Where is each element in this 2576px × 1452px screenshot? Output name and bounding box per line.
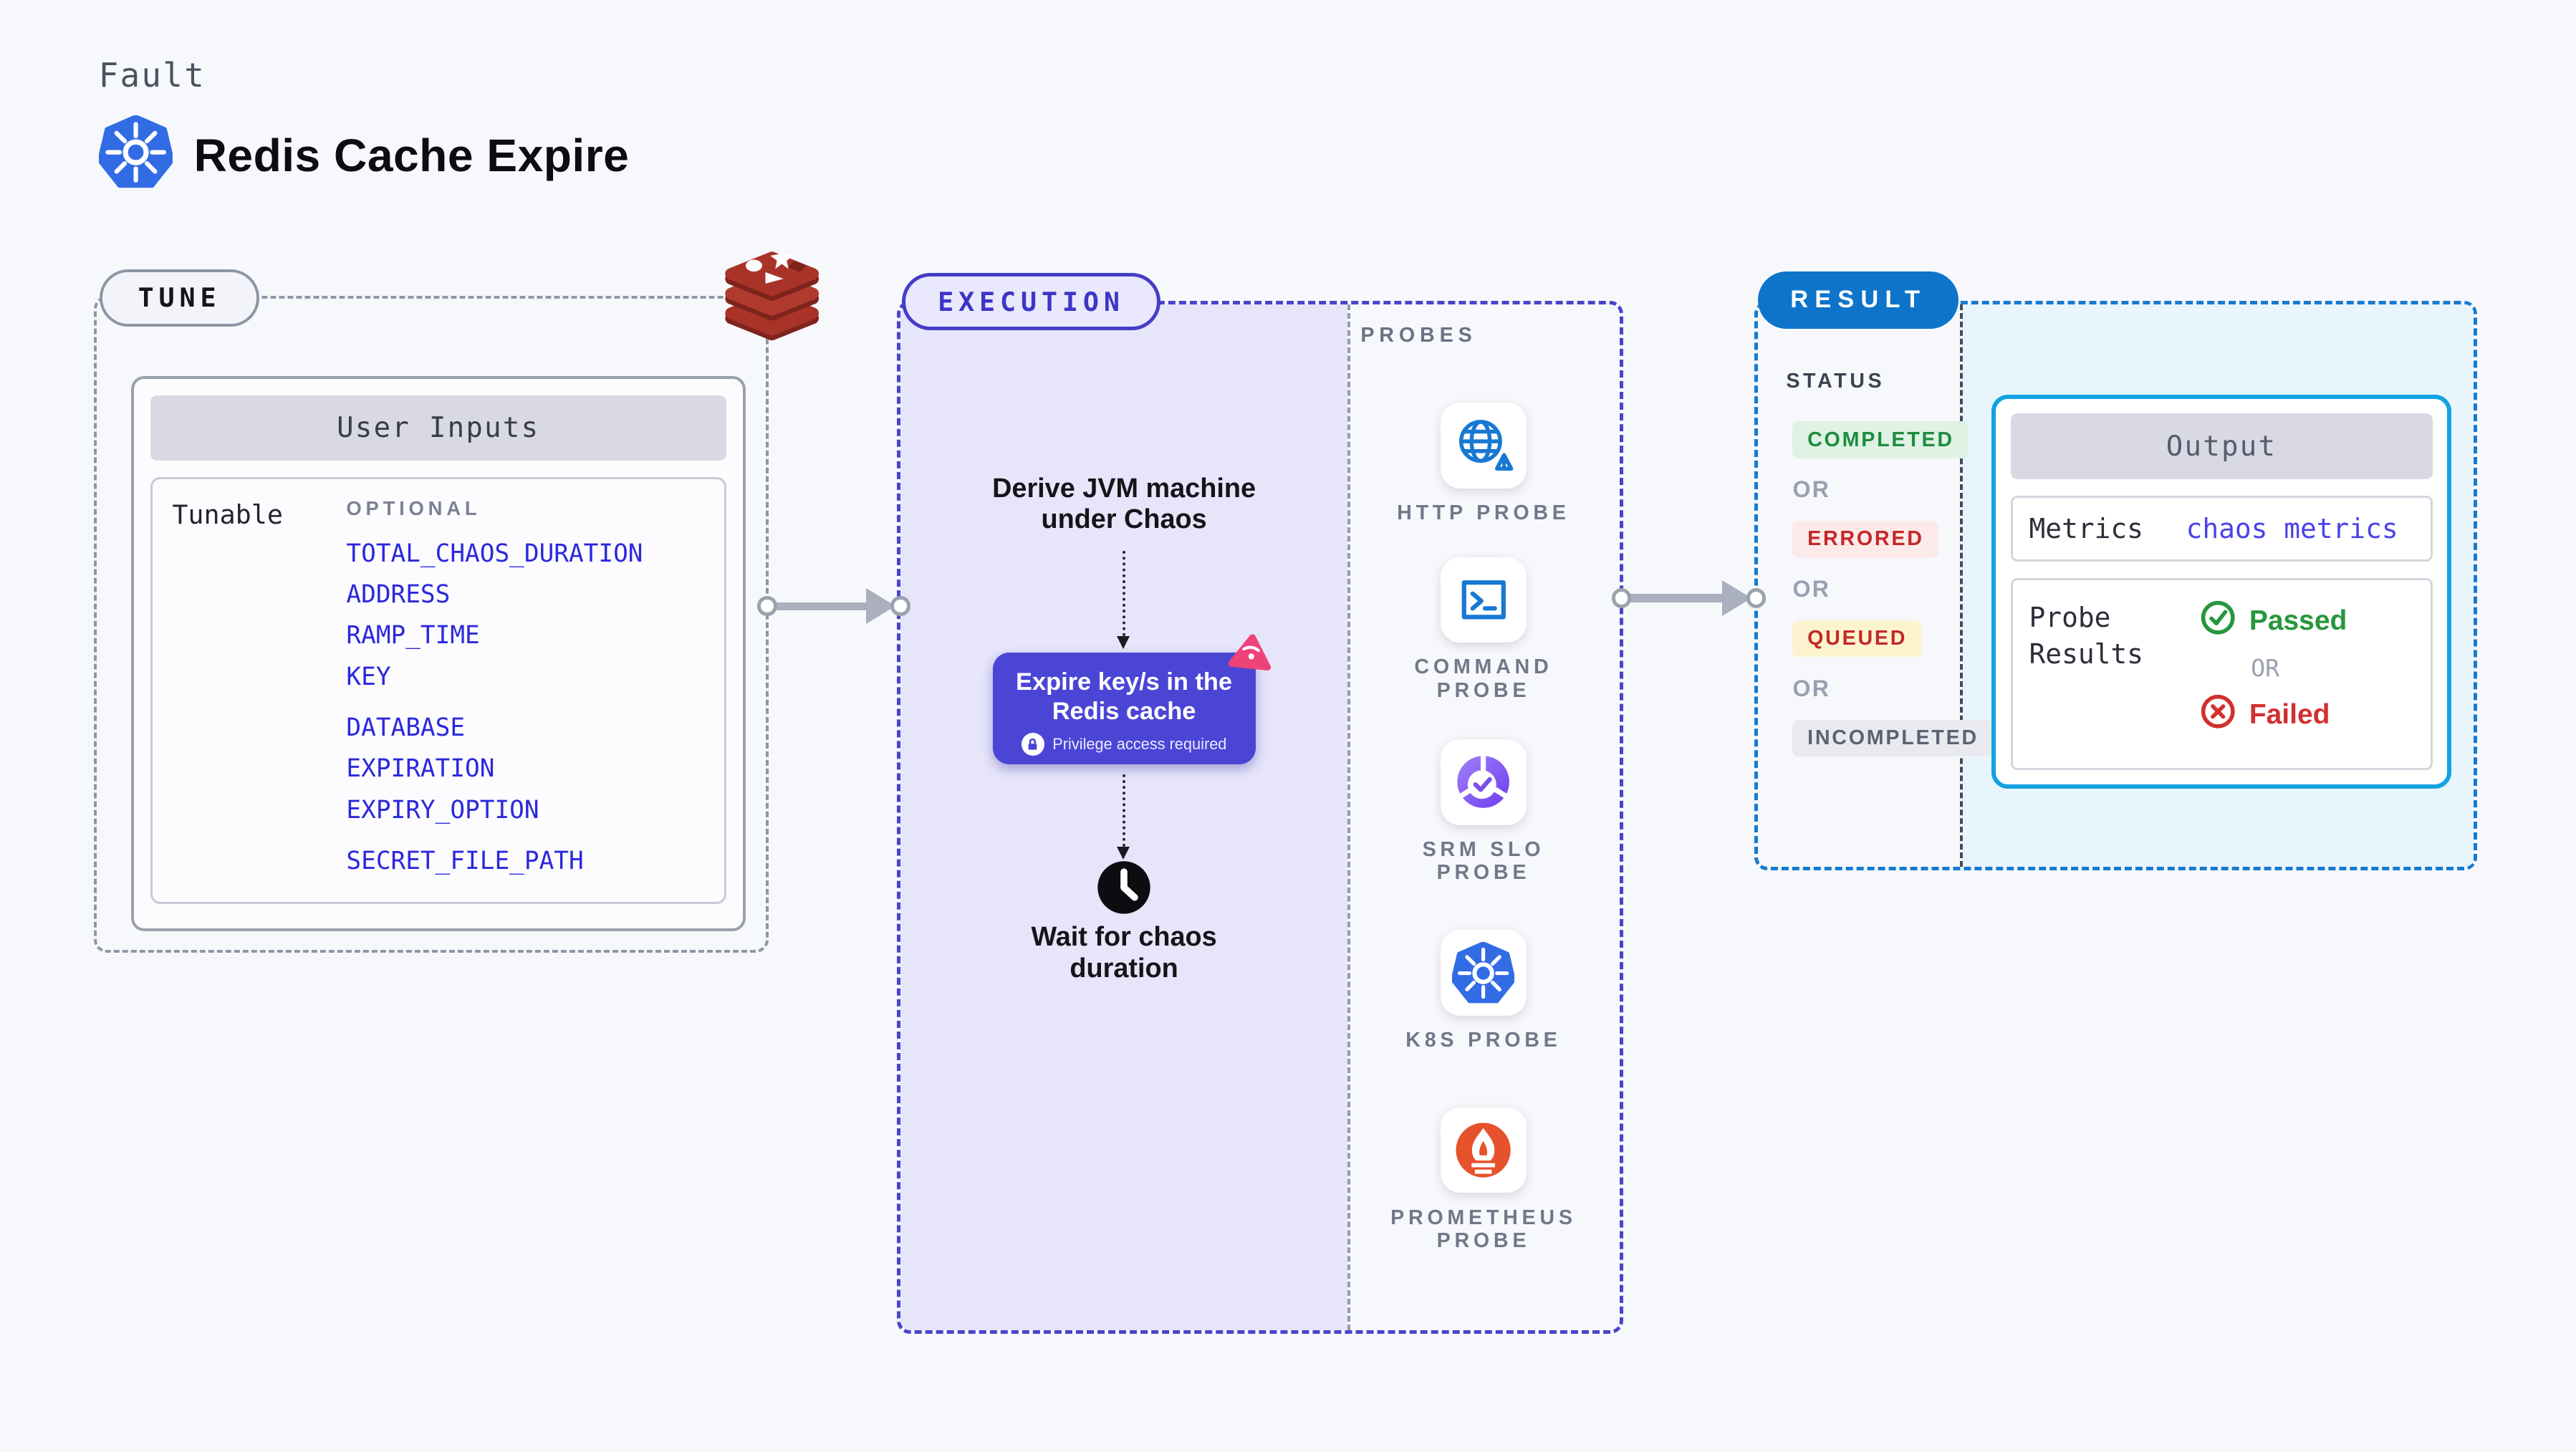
result-divider <box>1960 304 1963 867</box>
result-section: RESULT STATUS COMPLETED OR ERRORED OR QU… <box>1754 271 2478 871</box>
probes-title: PROBES <box>1360 324 1477 347</box>
prometheus-flame-icon <box>1441 1107 1527 1193</box>
field-ramp-time[interactable]: RAMP_TIME <box>346 621 480 650</box>
or-separator: OR <box>1792 575 1831 602</box>
tunable-label: Tunable <box>172 499 283 530</box>
slo-gauge-icon <box>1441 739 1527 825</box>
field-secret-file-path[interactable]: SECRET_FILE_PATH <box>346 846 584 875</box>
passed-line: Passed <box>2200 600 2347 642</box>
derive-step-label: Derive JVM machine under Chaos <box>992 473 1256 535</box>
lock-icon <box>1021 733 1044 756</box>
arrow-head <box>1721 580 1751 616</box>
failed-label: Failed <box>2249 698 2330 730</box>
arrow-start-dot <box>1611 588 1632 608</box>
metrics-value-link[interactable]: chaos metrics <box>2186 512 2398 544</box>
status-badge-queued: QUEUED <box>1792 620 1922 658</box>
globe-alert-icon <box>1441 403 1527 489</box>
passed-label: Passed <box>2249 605 2347 636</box>
kubernetes-icon <box>1441 930 1527 1016</box>
user-inputs-card: User Inputs Tunable OPTIONAL TOTAL_CHAOS… <box>130 375 746 931</box>
field-database[interactable]: DATABASE <box>346 713 466 742</box>
probe-item-k8s[interactable]: K8S PROBE <box>1347 930 1620 1052</box>
fault-kicker: Fault <box>98 55 206 95</box>
output-title: Output <box>2010 413 2433 480</box>
status-badge-errored: ERRORED <box>1792 521 1939 558</box>
privilege-row: Privilege access required <box>993 733 1256 756</box>
field-expiry-option[interactable]: EXPIRY_OPTION <box>346 795 539 824</box>
probe-label: PROMETHEUS PROBE <box>1390 1206 1577 1252</box>
status-badge-completed: COMPLETED <box>1792 421 1969 458</box>
status-badge-incompleted: INCOMPLETED <box>1792 719 1994 757</box>
check-circle-icon <box>2200 600 2236 642</box>
expire-step-title: Expire key/s in the Redis cache <box>1016 668 1233 725</box>
optional-column-label: OPTIONAL <box>346 497 481 520</box>
or-separator: OR <box>1792 675 1831 701</box>
probe-label: COMMAND PROBE <box>1414 655 1553 702</box>
field-total-chaos-duration[interactable]: TOTAL_CHAOS_DURATION <box>346 539 643 568</box>
redis-icon <box>718 244 826 343</box>
probe-results-values: Passed OR Failed <box>2200 600 2347 748</box>
clock-icon <box>1096 860 1152 922</box>
probe-results-row: Probe Results Passed OR <box>2010 577 2433 771</box>
output-card: Output Metrics chaos metrics Probe Resul… <box>1991 394 2452 789</box>
arrow-end-dot <box>1746 588 1767 608</box>
privilege-note: Privilege access required <box>1052 735 1227 754</box>
probe-item-srm-slo[interactable]: SRM SLO PROBE <box>1347 739 1620 884</box>
probes-panel: PROBES <box>1347 304 1620 1331</box>
probe-label: K8S PROBE <box>1405 1029 1562 1052</box>
execution-to-result-arrow <box>1611 578 1767 617</box>
arrow-line <box>774 602 871 610</box>
terminal-icon <box>1441 557 1527 643</box>
result-badge: RESULT <box>1758 271 1959 330</box>
probe-item-command[interactable]: COMMAND PROBE <box>1347 557 1620 702</box>
arrow-head <box>865 588 895 625</box>
execution-section: EXECUTION Derive JVM machine under Chaos… <box>897 273 1623 1335</box>
status-column: STATUS COMPLETED OR ERRORED OR QUEUED OR… <box>1786 370 1994 757</box>
arrow-end-dot <box>890 596 910 616</box>
or-separator: OR <box>1792 476 1831 502</box>
field-address[interactable]: ADDRESS <box>346 580 451 610</box>
title-row: Redis Cache Expire <box>97 114 630 196</box>
execution-flow: Derive JVM machine under Chaos Expire ke… <box>900 304 1347 1331</box>
x-circle-icon <box>2200 693 2236 736</box>
failed-line: Failed <box>2200 693 2330 736</box>
execution-probes-divider <box>1347 304 1350 1331</box>
wait-step-label: Wait for chaos duration <box>1031 921 1217 984</box>
metrics-label: Metrics <box>2029 512 2143 544</box>
probe-item-prometheus[interactable]: PROMETHEUS PROBE <box>1347 1107 1620 1252</box>
execution-badge: EXECUTION <box>902 273 1160 331</box>
arrow-line <box>1628 594 1727 602</box>
probe-label: SRM SLO PROBE <box>1422 838 1545 885</box>
field-key[interactable]: KEY <box>346 662 391 691</box>
status-title: STATUS <box>1786 370 1885 393</box>
expire-keys-step-card[interactable]: Expire key/s in the Redis cache Privileg… <box>992 634 1271 764</box>
probe-results-label: Probe Results <box>2029 602 2143 670</box>
user-inputs-title: User Inputs <box>150 395 726 461</box>
arrow-start-dot <box>757 596 777 616</box>
page-title: Redis Cache Expire <box>193 129 630 181</box>
field-expiration[interactable]: EXPIRATION <box>346 754 495 784</box>
flow-connector-2 <box>1117 774 1130 860</box>
metrics-row: Metrics chaos metrics <box>2010 496 2433 562</box>
chaos-icon <box>1227 630 1274 681</box>
probe-label: HTTP PROBE <box>1397 501 1570 524</box>
field-list: TOTAL_CHAOS_DURATION ADDRESS RAMP_TIME K… <box>346 534 643 882</box>
tune-section: TUNE User Inputs Tunable <box>93 246 819 953</box>
probe-item-http[interactable]: HTTP PROBE <box>1347 403 1620 524</box>
flow-connector-1 <box>1117 550 1130 649</box>
tune-badge: TUNE <box>100 269 259 327</box>
kubernetes-icon <box>97 114 174 196</box>
or-separator: OR <box>2251 653 2280 682</box>
tune-to-execution-arrow <box>757 587 910 626</box>
user-inputs-fields-panel: Tunable OPTIONAL TOTAL_CHAOS_DURATION AD… <box>150 477 726 905</box>
